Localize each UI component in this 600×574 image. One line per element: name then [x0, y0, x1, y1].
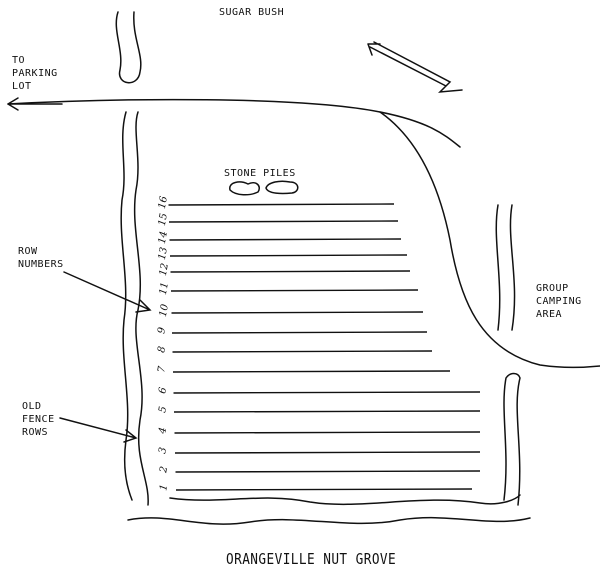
tree-row-4	[174, 431, 481, 434]
sugar-bush-label: SUGAR BUSH	[219, 7, 285, 18]
tree-row-3	[174, 451, 481, 454]
to-parking-lot-label: TO PARKING LOT	[12, 55, 58, 92]
tree-row-11	[170, 289, 419, 292]
camping-area-hedge	[495, 204, 516, 331]
row-number-16: 16	[156, 195, 170, 210]
tree-row-7	[172, 370, 451, 373]
tree-row-10	[171, 311, 424, 314]
row-number-12: 12	[157, 262, 171, 277]
tree-row-6	[173, 391, 481, 394]
group-camping-area-label: GROUP CAMPING AREA	[536, 283, 582, 320]
map-title: ORANGEVILLE NUT GROVE	[226, 550, 397, 568]
row-numbers-label: ROW NUMBERS	[18, 246, 64, 270]
tree-row-8	[172, 350, 433, 353]
tree-rows	[168, 203, 481, 491]
north-arrow-icon	[367, 41, 463, 93]
stone-piles-label: STONE PILES	[224, 168, 296, 179]
road	[7, 98, 461, 148]
tree-row-1	[175, 488, 473, 491]
row-numbers-pointer	[63, 271, 152, 313]
tree-row-5	[173, 410, 481, 413]
old-fence-row-left	[120, 111, 149, 506]
sugar-bush-hedge	[115, 11, 142, 84]
tree-row-14	[169, 238, 402, 241]
arrow-left-icon	[7, 97, 63, 111]
row-number-11: 11	[157, 281, 171, 296]
tree-row-13	[169, 254, 408, 257]
old-fence-row-right	[503, 372, 521, 506]
fence-rows-pointer	[59, 417, 138, 443]
tree-row-12	[170, 270, 411, 273]
tree-row-9	[171, 331, 428, 334]
row-number-14: 14	[156, 230, 170, 245]
tree-row-15	[168, 220, 399, 223]
row-number-15: 15	[156, 212, 170, 227]
old-fence-row-bottom	[127, 494, 531, 525]
tree-row-2	[175, 470, 481, 473]
stone-piles	[229, 180, 299, 196]
old-fence-rows-label: OLD FENCE ROWS	[22, 401, 55, 438]
tree-row-16	[168, 203, 395, 206]
grove-boundary	[379, 111, 600, 369]
